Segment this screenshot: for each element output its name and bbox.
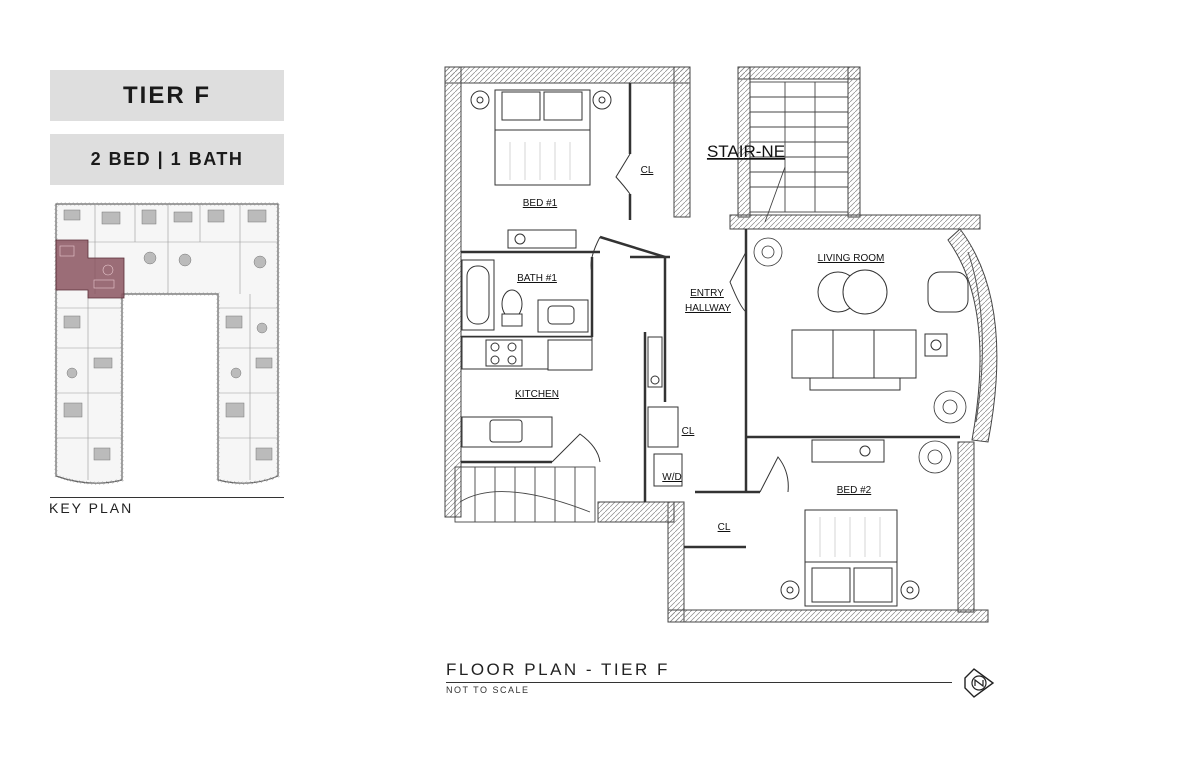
key-plan-label: KEY PLAN (49, 500, 134, 516)
floor-plan-rule (446, 682, 952, 683)
floor-plan-scale-note: NOT TO SCALE (446, 685, 530, 695)
key-plan-diagram (54, 202, 280, 485)
floor-plan-diagram: BED #1 CL BATH #1 KITCHEN STAIR-NE ENTRY… (444, 66, 998, 623)
room-label-bath1: BATH #1 (517, 273, 557, 284)
tier-title: TIER F (50, 70, 284, 121)
stair (749, 81, 849, 223)
exterior-walls (444, 66, 989, 623)
floor-plan-title: FLOOR PLAN - TIER F (446, 660, 670, 679)
room-label-hallway: HALLWAY (685, 303, 731, 314)
tier-f-highlight (55, 239, 125, 299)
bath1-fixtures (461, 259, 589, 333)
bed1-furniture (470, 89, 612, 249)
room-label-wd: W/D (662, 472, 681, 483)
room-label-stair: STAIR-NE (707, 142, 785, 161)
room-label-kitchen: KITCHEN (515, 389, 559, 400)
laundry (653, 453, 683, 487)
room-label-closet3: CL (718, 522, 731, 533)
doors (551, 153, 789, 493)
room-label-closet2: CL (682, 426, 695, 437)
living-furniture (791, 269, 969, 463)
bed2-furniture (780, 509, 920, 607)
north-arrow-icon (964, 668, 995, 698)
bay-window (947, 228, 998, 443)
kitchen-fixtures (461, 336, 679, 448)
room-label-bed1: BED #1 (523, 198, 558, 209)
bed-bath-summary: 2 BED | 1 BATH (50, 134, 284, 185)
room-label-bed2: BED #2 (837, 485, 872, 496)
plants (753, 237, 967, 474)
key-plan-rule (50, 497, 284, 498)
room-label-entry: ENTRY (690, 288, 724, 299)
room-label-closet1: CL (641, 165, 654, 176)
lower-stair (454, 466, 596, 523)
room-label-living: LIVING ROOM (818, 253, 885, 264)
